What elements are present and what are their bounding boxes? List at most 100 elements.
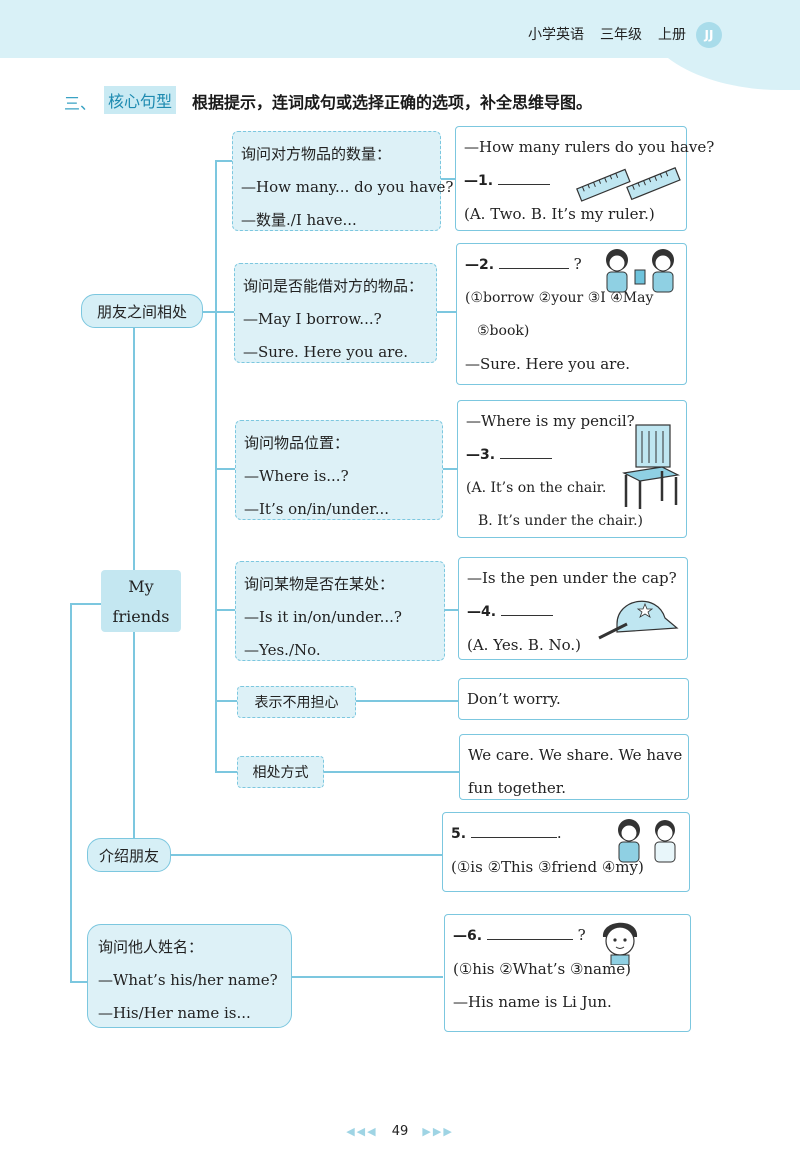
page-number: 49 <box>391 1124 409 1139</box>
footer-right-arrows: ▶▶▶ <box>422 1125 454 1138</box>
answer-2-options-1: (①borrow ②your ③I ④May <box>465 290 654 306</box>
left-connector-top <box>70 603 102 605</box>
answer-6-blank-line: —6. ? <box>453 919 682 953</box>
sub-node-question: —Where is...? <box>244 467 349 485</box>
answer-6-reply: —His name is Li Jun. <box>453 993 612 1011</box>
answer-2-blank[interactable] <box>498 255 569 269</box>
answer-4-question: —Is the pen under the cap? <box>467 569 677 587</box>
small-node-dont-worry: 表示不用担心 <box>237 686 356 718</box>
sub-node-title: 询问物品位置： <box>244 434 350 452</box>
answer-5-number: 5. <box>451 826 467 842</box>
answer-2-reply: —Sure. Here you are. <box>465 355 630 373</box>
center-node-line2: friends <box>112 607 170 626</box>
answer-1-blank[interactable] <box>497 171 550 185</box>
answer-3-blank-line: —3. <box>466 438 678 472</box>
sub-node-answer: —Yes./No. <box>244 641 321 659</box>
answer-6-qmark: ? <box>577 926 586 944</box>
answer-1-blank-line: —1. <box>464 164 678 198</box>
conn-way <box>324 771 459 773</box>
conn-a4 <box>445 609 458 611</box>
answer-way-line2: fun together. <box>468 779 567 797</box>
answer-4-blank[interactable] <box>500 602 553 616</box>
sub-node-title: 询问对方物品的数量： <box>241 145 392 163</box>
header-decoration <box>640 0 800 90</box>
answer-2-blank-line: —2. ? <box>465 248 678 282</box>
left-line <box>70 603 72 983</box>
sub-node-answer: —It’s on/in/under... <box>244 500 390 518</box>
conn-sub4 <box>215 609 235 611</box>
sub-node-borrow: 询问是否能借对方的物品： —May I borrow...? —Sure. He… <box>234 263 437 363</box>
conn-a3 <box>443 468 457 470</box>
branch-ask-name: 询问他人姓名： —What’s his/her name? —His/Her n… <box>87 924 292 1028</box>
answer-5-blank[interactable] <box>470 824 557 838</box>
sub-node-quantity: 询问对方物品的数量： —How many... do you have? —数量… <box>232 131 454 231</box>
answer-6-options: (①his ②What’s ③name) <box>453 960 631 978</box>
sub-node-title: 询问某物是否在某处： <box>244 575 395 593</box>
branch-friends-together: 朋友之间相处 <box>81 294 203 328</box>
answer-1-options: (A. Two. B. It’s my ruler.) <box>464 205 655 223</box>
sub-node-question: —May I borrow...? <box>243 310 382 328</box>
answer-6-blank[interactable] <box>486 926 573 940</box>
chair-icon <box>622 424 680 509</box>
answer-3-blank[interactable] <box>499 445 552 459</box>
girls-borrowing-icon <box>606 249 674 293</box>
section-number: 三、 <box>64 94 97 113</box>
answer-3-options-1: (A. It’s on the chair. <box>466 480 607 496</box>
header-volume: 上册 <box>658 27 686 43</box>
conn-askname <box>291 976 443 978</box>
two-girls-icon <box>618 819 676 863</box>
answer-3-number: —3. <box>466 447 496 463</box>
answer-5-blank-line: 5. . <box>451 817 681 851</box>
conn-a2 <box>437 311 456 313</box>
answer-3-options-2: B. It’s under the chair.) <box>478 513 643 529</box>
answer-2-qmark: ? <box>573 255 582 273</box>
sub-node-location: 询问物品位置： —Where is...? —It’s on/in/under.… <box>235 420 443 520</box>
center-node-line1: My <box>128 577 154 596</box>
conn-sub2 <box>215 311 234 313</box>
sub-node-answer: —数量./I have... <box>241 211 357 229</box>
conn-small1 <box>215 700 237 702</box>
conn-a1 <box>441 178 455 180</box>
answer-6-number: —6. <box>453 928 483 944</box>
sub-node-answer: —Sure. Here you are. <box>243 343 408 361</box>
footer-left-arrows: ◀◀◀ <box>346 1125 378 1138</box>
branch-introduce-friend: 介绍朋友 <box>87 838 171 872</box>
answer-box-way: We care. We share. We have fun together. <box>459 734 689 800</box>
section-tag: 核心句型 <box>104 86 177 114</box>
answer-box-2: —2. ? (①borrow ②your ③I ④May ⑤book) —Sur… <box>456 243 687 385</box>
header-subject: 小学英语 <box>528 27 584 43</box>
answer-way-line1: We care. We share. We have <box>468 746 683 764</box>
answer-box-1: —How many rulers do you have? —1. (A. Tw… <box>455 126 715 231</box>
answer-box-dont-worry: Don’t worry. <box>458 678 689 720</box>
branch-connector <box>203 311 216 313</box>
conn-intro <box>170 854 442 856</box>
header-grade: 三年级 <box>600 27 642 43</box>
ruler-icon <box>576 167 681 202</box>
sub-node-question: —Is it in/on/under...? <box>244 608 402 626</box>
jj-badge: JJ <box>696 22 722 48</box>
conn-sub3 <box>215 468 235 470</box>
answer-1-number: —1. <box>464 173 494 189</box>
sub-node-title: 询问是否能借对方的物品： <box>243 277 424 295</box>
answer-2-number: —2. <box>465 257 495 273</box>
section-instruction: 根据提示，连词成句或选择正确的选项，补全思维导图。 <box>192 93 593 112</box>
answer-5-options: (①is ②This ③friend ④my) <box>451 858 644 876</box>
branch-line <box>215 160 217 772</box>
answer-1-question: —How many rulers do you have? <box>464 138 715 156</box>
cap-pen-icon <box>598 600 679 640</box>
center-node: My friends <box>101 570 181 632</box>
answer-dont-worry-text: Don’t worry. <box>467 690 561 708</box>
answer-5-period: . <box>556 824 562 842</box>
conn-small2 <box>215 771 237 773</box>
sub-node-question: —How many... do you have? <box>241 178 454 196</box>
answer-box-4: —Is the pen under the cap? —4. (A. Yes. … <box>458 557 688 660</box>
sub-node-whether: 询问某物是否在某处： —Is it in/on/under...? —Yes./… <box>235 561 445 661</box>
answer-4-options: (A. Yes. B. No.) <box>467 636 582 654</box>
answer-box-3: —Where is my pencil? —3. (A. It’s on the… <box>457 400 687 538</box>
ask-name-answer: —His/Her name is... <box>98 1004 251 1022</box>
page-footer: ◀◀◀ 49 ▶▶▶ <box>0 1124 800 1139</box>
answer-4-number: —4. <box>467 604 497 620</box>
answer-box-6: —6. ? (①his ②What’s ③name) —His name is … <box>444 914 691 1032</box>
answer-2-options-2: ⑤book) <box>477 323 530 339</box>
small-node-way: 相处方式 <box>237 756 324 788</box>
